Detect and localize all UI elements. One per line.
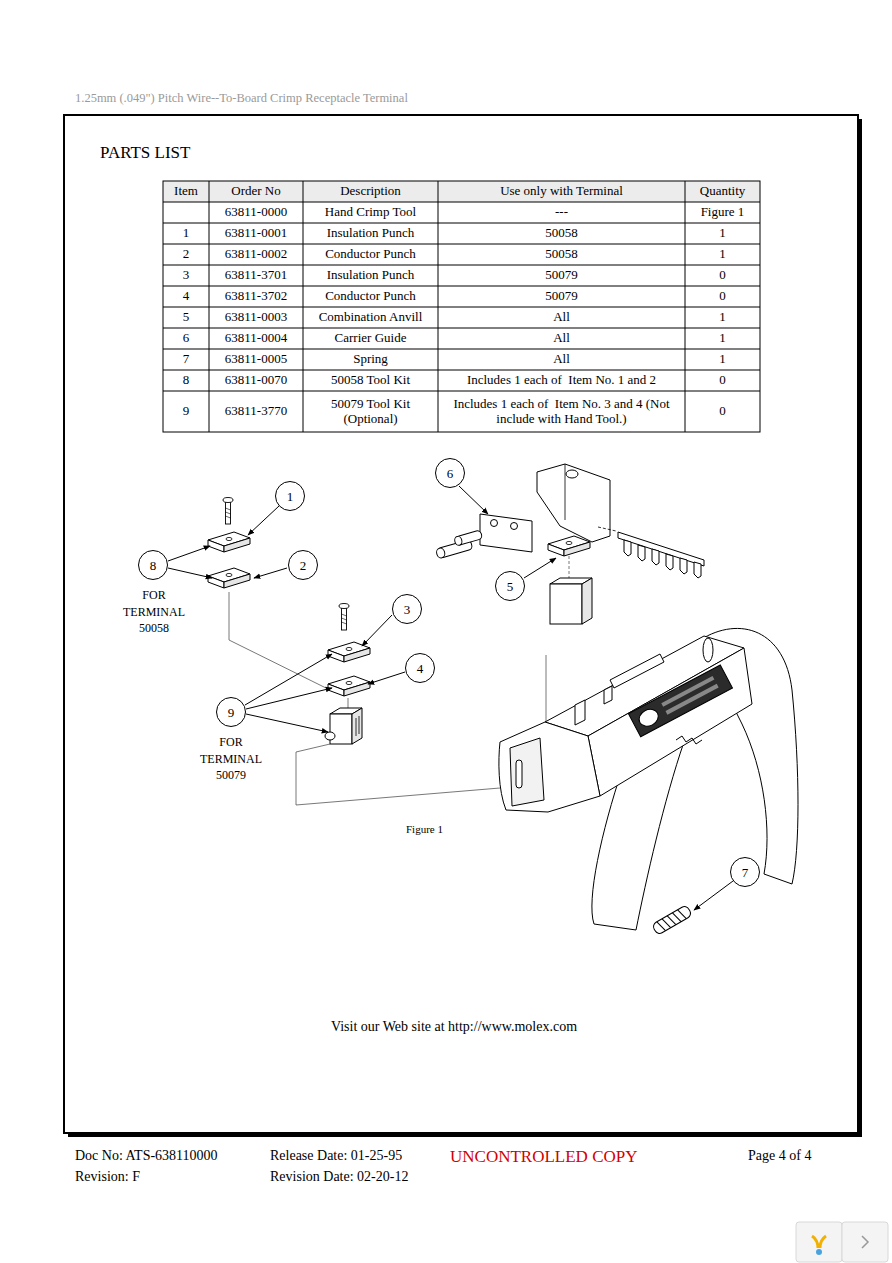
table-cell: Conductor Punch: [305, 286, 436, 307]
table-cell: Conductor Punch: [305, 244, 436, 265]
table-cell: 50079: [440, 286, 683, 307]
table-cell: 1: [687, 349, 758, 370]
table-cell: All: [440, 328, 683, 349]
callout-circle: 1: [275, 481, 305, 511]
copy-stamp: UNCONTROLLED COPY: [450, 1147, 637, 1167]
table-cell: 63811-0070: [211, 370, 301, 391]
punch-kit-50058: [208, 498, 330, 691]
callout-circle: 3: [392, 594, 422, 624]
table-cell: 4: [165, 286, 207, 307]
table-cell: 50058 Tool Kit: [305, 370, 436, 391]
table-cell: Item: [165, 181, 207, 202]
anvil-assembly: [435, 464, 616, 624]
callout-circle: 5: [495, 571, 525, 601]
callout-number: 9: [228, 706, 235, 719]
callout-number: 5: [507, 580, 514, 593]
table-cell: 1: [687, 244, 758, 265]
footer-text: Revision: F: [75, 1169, 140, 1185]
table-cell: 0: [687, 265, 758, 286]
callout-number: 2: [300, 559, 307, 572]
callout-circle: 7: [730, 857, 760, 887]
footer-text: Page 4 of 4: [748, 1148, 811, 1164]
figure-caption: Figure 1: [406, 823, 443, 836]
table-cell: 2: [165, 244, 207, 265]
table-cell: 9: [165, 391, 207, 432]
table-cell: 1: [165, 223, 207, 244]
web-note: Visit our Web site at http://www.molex.c…: [254, 1019, 654, 1035]
callout-number: 8: [150, 559, 157, 572]
table-cell: 0: [687, 370, 758, 391]
hand-crimp-tool: [499, 628, 798, 935]
table-cell: 7: [165, 349, 207, 370]
leader-lines: [168, 486, 733, 910]
footer-text: Release Date: 01-25-95: [270, 1148, 402, 1164]
table-cell: 50079: [440, 265, 683, 286]
table-cell: 63811-0000: [211, 202, 301, 223]
table-cell: Description: [305, 181, 436, 202]
table-cell: 63811-0004: [211, 328, 301, 349]
table-cell: 63811-0001: [211, 223, 301, 244]
footer-text: Doc No: ATS-638110000: [75, 1148, 218, 1164]
callout-circle: 6: [435, 458, 465, 488]
terminal-note: FOR TERMINAL 50079: [194, 734, 268, 784]
table-cell: 63811-3702: [211, 286, 301, 307]
table-cell: 63811-3701: [211, 265, 301, 286]
table-cell: 0: [687, 391, 758, 432]
callout-number: 4: [417, 662, 424, 675]
callout-circle: 8: [138, 550, 168, 580]
table-cell: 1: [687, 307, 758, 328]
table-cell: 63811-0005: [211, 349, 301, 370]
table-cell: 3: [165, 265, 207, 286]
table-cell: Use only with Terminal: [440, 181, 683, 202]
callout-number: 1: [287, 490, 294, 503]
table-cell: All: [440, 349, 683, 370]
callout-number: 3: [404, 603, 411, 616]
table-cell: 50058: [440, 244, 683, 265]
page-title: PARTS LIST: [100, 143, 190, 163]
table-cell: 6: [165, 328, 207, 349]
table-cell: 63811-3770: [211, 391, 301, 432]
table-cell: Combination Anvill: [305, 307, 436, 328]
table-cell: Includes 1 each of Item No. 1 and 2: [440, 370, 683, 391]
table-cell: Spring: [305, 349, 436, 370]
table-cell: 1: [687, 223, 758, 244]
table-cell: Insulation Punch: [305, 265, 436, 286]
footer-text: Revision Date: 02-20-12: [270, 1169, 408, 1185]
table-cell: Insulation Punch: [305, 223, 436, 244]
terminal-strip: [618, 532, 704, 578]
callout-circle: 2: [288, 550, 318, 580]
callout-circle: 9: [216, 697, 246, 727]
table-cell: All: [440, 307, 683, 328]
table-cell: 0: [687, 286, 758, 307]
table-cell: 50058: [440, 223, 683, 244]
viewer-widget: [796, 1222, 888, 1262]
callout-circle: 4: [405, 653, 435, 683]
table-cell: Includes 1 each of Item No. 3 and 4 (Not…: [453, 391, 671, 432]
callout-number: 7: [742, 866, 749, 879]
table-cell: ---: [440, 202, 683, 223]
table-cell: Carrier Guide: [305, 328, 436, 349]
table-cell: 5: [165, 307, 207, 328]
table-cell: Hand Crimp Tool: [305, 202, 436, 223]
page-header: 1.25mm (.049") Pitch Wire--To-Board Crim…: [75, 91, 408, 105]
table-cell: 50079 Tool Kit (Optional): [319, 391, 423, 432]
table-cell: 8: [165, 370, 207, 391]
table-cell: 63811-0002: [211, 244, 301, 265]
table-cell: 1: [687, 328, 758, 349]
table-grid: [163, 181, 760, 432]
table-cell: Order No: [211, 181, 301, 202]
table-cell: Quantity: [687, 181, 758, 202]
table-cell: Figure 1: [687, 202, 758, 223]
callout-number: 6: [447, 467, 454, 480]
table-cell: 63811-0003: [211, 307, 301, 328]
page-frame: [64, 115, 858, 1133]
terminal-note: FOR TERMINAL 50058: [117, 587, 191, 637]
